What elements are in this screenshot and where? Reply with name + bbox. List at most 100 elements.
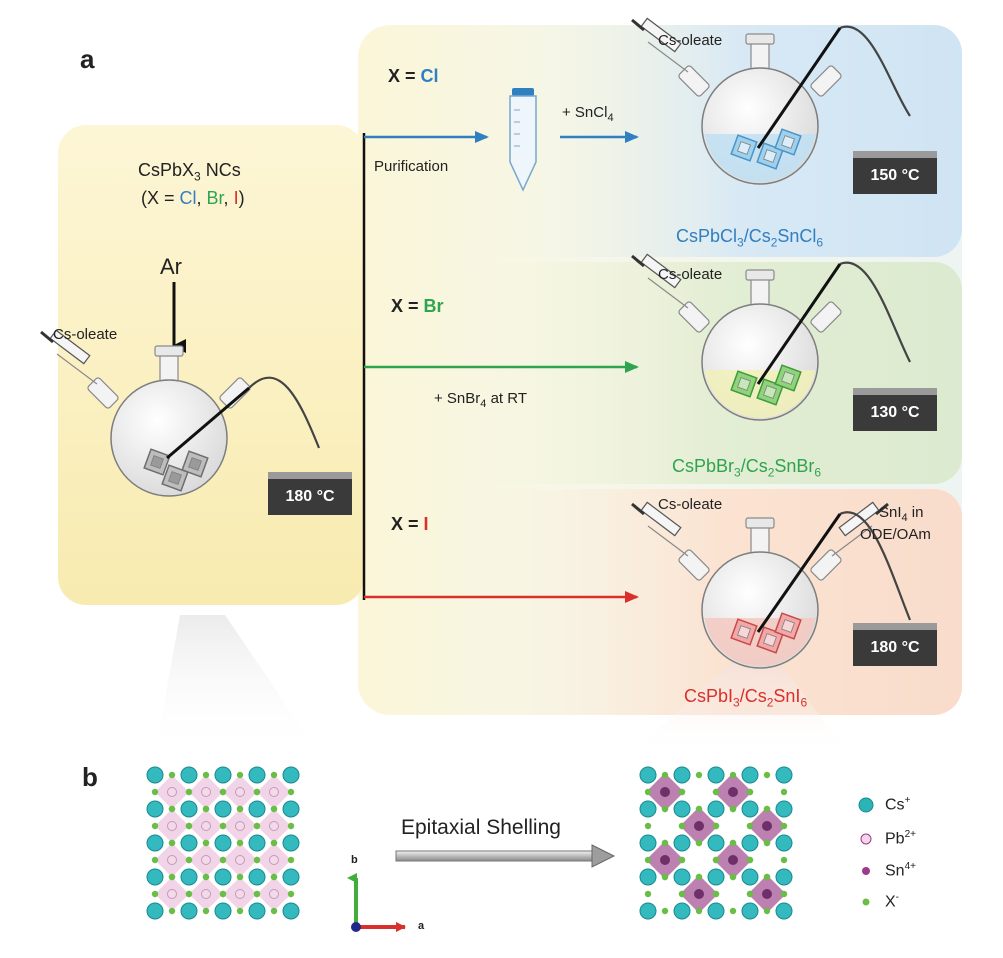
x-atom [729, 771, 737, 779]
cs-atom [282, 766, 300, 784]
pb-atom [269, 821, 279, 831]
i-route-label: X = I [391, 514, 429, 534]
core-lattice [146, 766, 300, 920]
cl-flask [631, 17, 911, 185]
start-flask [40, 329, 321, 497]
x-atom [287, 856, 295, 864]
cs-atom [214, 800, 232, 818]
thermocouple-wire [839, 25, 911, 117]
branch-lines [362, 131, 639, 603]
br-route-label: X = Br [391, 296, 444, 316]
sn-atom [694, 889, 704, 899]
cs-atom [707, 868, 725, 886]
x-atom [287, 822, 295, 830]
side-neck-left [87, 377, 119, 409]
x-atom [287, 788, 295, 796]
pb-atom [167, 889, 177, 899]
x-atom [270, 771, 278, 779]
x-atom [202, 805, 210, 813]
x-atom [644, 822, 652, 830]
start-title: CsPbX3 NCs [138, 160, 241, 184]
syringe-needle-right [831, 525, 873, 557]
br-product-label: CsPbBr3/Cs2SnBr6 [672, 456, 822, 480]
x-atom [695, 839, 703, 847]
x-atom [780, 788, 788, 796]
axis-a-label: a [418, 920, 425, 932]
x-atom [695, 873, 703, 881]
x-atom [712, 856, 720, 864]
x-atom [202, 771, 210, 779]
crystal-core [737, 141, 751, 155]
side-neck-right [219, 377, 251, 409]
pb-atom [167, 787, 177, 797]
legend-marker-pb [860, 833, 872, 845]
side-neck-right [810, 65, 842, 97]
x-atom [712, 788, 720, 796]
cs-atom [180, 902, 198, 920]
legend-item-sn: Sn4+ [885, 861, 916, 880]
x-atom [253, 822, 261, 830]
crystal-core [188, 457, 202, 471]
x-atom [712, 822, 720, 830]
sn-atom [728, 855, 738, 865]
syringe-needle [647, 525, 689, 557]
crystal-core [763, 633, 777, 647]
cs-atom [214, 766, 232, 784]
sn-atom [694, 821, 704, 831]
thermocouple-wire [248, 376, 321, 449]
x-atom [661, 805, 669, 813]
cs-atom [282, 868, 300, 886]
x-atom [780, 822, 788, 830]
cs-atom [741, 902, 759, 920]
snbr4-reagent-label: + SnBr4 at RT [434, 390, 527, 410]
side-neck-right [810, 549, 842, 581]
x-atom [746, 822, 754, 830]
start-precursor-label: Cs-oleate [53, 326, 118, 343]
x-atom [746, 788, 754, 796]
x-atom [185, 890, 193, 898]
cs-atom [282, 800, 300, 818]
side-neck-left [678, 301, 710, 333]
x-atom [763, 805, 771, 813]
x-atom [763, 839, 771, 847]
pb-atom [269, 787, 279, 797]
legend-marker-cs [858, 797, 874, 813]
argon-label: Ar [160, 254, 182, 279]
cs-atom [639, 766, 657, 784]
cs-atom [146, 834, 164, 852]
cs-atom [180, 800, 198, 818]
x-atom [168, 771, 176, 779]
cs-atom [741, 868, 759, 886]
thermocouple-probe [756, 513, 842, 633]
side-neck-left [678, 549, 710, 581]
sn-atom [660, 787, 670, 797]
x-atom [202, 873, 210, 881]
syringe-barrel [640, 253, 682, 289]
cs-atom [146, 902, 164, 920]
cs-atom [248, 868, 266, 886]
center-neck [750, 39, 770, 73]
cs-atom [214, 834, 232, 852]
sni4-injection-label: SnI4 in [879, 504, 924, 524]
crystal-core [781, 135, 795, 149]
cs-atom [707, 834, 725, 852]
x-atom [661, 873, 669, 881]
x-atom [236, 907, 244, 915]
cs-atom [248, 800, 266, 818]
crystal-core [168, 471, 182, 485]
pb-atom [201, 889, 211, 899]
cs-atom [639, 902, 657, 920]
x-atom [678, 856, 686, 864]
sn-atom [728, 787, 738, 797]
syringe-needle [647, 41, 689, 73]
syringe-plunger [631, 502, 645, 516]
cs-atom [146, 868, 164, 886]
x-atom [219, 856, 227, 864]
legend-item-x: X- [885, 892, 900, 911]
x-atom [151, 890, 159, 898]
cs-atom [673, 834, 691, 852]
legend-item-pb: Pb2+ [885, 829, 916, 848]
pb-atom [167, 855, 177, 865]
start-temperature-display: 180 °C [268, 472, 352, 515]
